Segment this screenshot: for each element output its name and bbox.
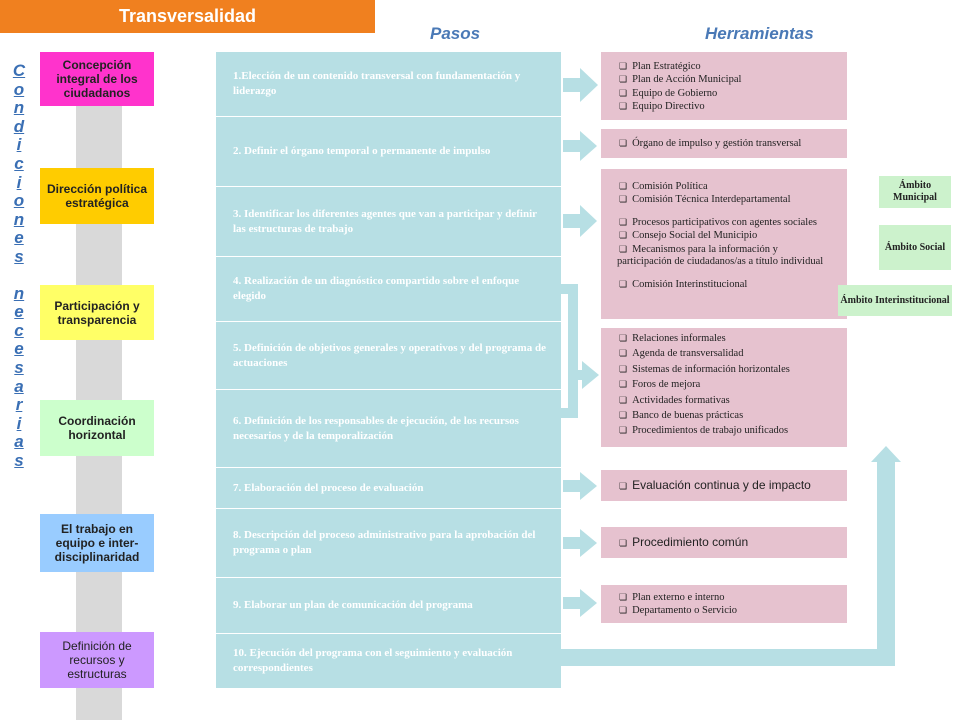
step-8: 8. Descripción del proceso administrativ… (216, 508, 561, 577)
step-3: 3. Identificar los diferentes agentes qu… (216, 186, 561, 256)
tool-item: Comisión Técnica Interdepartamental (619, 193, 841, 206)
arrow-step2 (563, 131, 597, 161)
step-2: 2. Definir el órgano temporal o permanen… (216, 116, 561, 186)
condition-box-4: Coordinación horizontal (40, 400, 154, 456)
tool-item: Banco de buenas prácticas (619, 408, 841, 423)
page-title: Transversalidad (0, 0, 375, 33)
tool-item: Sistemas de información horizontales (619, 362, 841, 377)
bracket-steps-4-6 (561, 284, 578, 418)
arrow-step1 (563, 68, 598, 102)
tool-item: Plan Estratégico (619, 60, 841, 73)
condition-box-6: Definición de recursos y estructuras (40, 632, 154, 688)
step-9: 9. Elaborar un plan de comunicación del … (216, 577, 561, 633)
step-7: 7. Elaboración del proceso de evaluación (216, 467, 561, 508)
arrow-step7 (563, 472, 597, 500)
arrow-step8 (563, 529, 597, 557)
tool-item: Equipo de Gobierno (619, 87, 841, 100)
tool-item: Plan de Acción Municipal (619, 73, 841, 86)
tool-item: Comisión Interinstitucional (619, 278, 841, 291)
tool-item: Órgano de impulso y gestión transversal (619, 137, 841, 150)
condition-box-3: Participación y transparencia (40, 285, 154, 340)
header-herramientas: Herramientas (705, 24, 814, 43)
tool-item: Mecanismos para la información y (619, 243, 841, 256)
tool-item: Comisión Política (619, 180, 841, 193)
tool-item: Evaluación continua y de impacto (619, 478, 811, 492)
tag-ambito-municipal: Ámbito Municipal (879, 176, 951, 208)
tool-item: Procedimiento común (619, 535, 748, 549)
header-pasos: Pasos (430, 24, 481, 43)
tool-item: Plan externo e interno (619, 591, 841, 604)
tool-item: Agenda de transversalidad (619, 346, 841, 361)
step-1: 1.Elección de un contenido transversal c… (233, 70, 521, 97)
tool-item: Actividades formativas (619, 393, 841, 408)
tool-item-continuation: participación de ciudadanos/as a título … (617, 256, 824, 268)
tool-item: Procesos participativos con agentes soci… (619, 216, 841, 229)
step-6: 6. Definición de los responsables de eje… (216, 389, 561, 467)
step-4: 4. Realización de un diagnóstico compart… (216, 256, 561, 321)
tool-item: Foros de mejora (619, 377, 841, 392)
tool-item: Procedimientos de trabajo unificados (619, 423, 841, 438)
steps-column (216, 52, 561, 688)
tools-box-1: Plan Estratégico Plan de Acción Municipa… (601, 52, 847, 120)
tools-box-3: Comisión Política Comisión Técnica Inter… (601, 169, 847, 319)
tool-item: Relaciones informales (619, 331, 841, 346)
condition-box-1: Concepción integral de los ciudadanos (40, 52, 154, 106)
condition-box-5: El trabajo en equipo e inter-disciplinar… (40, 514, 154, 572)
tools-box-5: Evaluación continua y de impacto (601, 470, 847, 501)
feedback-arrow (561, 446, 901, 666)
tool-item: Equipo Directivo (619, 100, 841, 113)
tag-ambito-social: Ámbito Social (879, 225, 951, 270)
step-5: 5. Definición de objetivos generales y o… (216, 321, 561, 389)
tools-box-2: Órgano de impulso y gestión transversal (601, 129, 847, 158)
step-10: 10. Ejecución del programa con el seguim… (216, 633, 561, 688)
tools-box-4: Relaciones informales Agenda de transver… (601, 328, 847, 447)
condition-box-2: Dirección política estratégica (40, 168, 154, 224)
tools-box-6: Procedimiento común (601, 527, 847, 558)
tools-box-7: Plan externo e interno Departamento o Se… (601, 585, 847, 623)
arrow-step9 (563, 589, 597, 617)
tool-item: Departamento o Servicio (619, 604, 841, 617)
tag-ambito-interinstitucional: Ámbito Interinstitucional (838, 285, 952, 316)
arrow-step3 (563, 205, 597, 237)
tool-item: Consejo Social del Municipio (619, 229, 841, 242)
arrow-steps-4-6 (578, 361, 599, 389)
